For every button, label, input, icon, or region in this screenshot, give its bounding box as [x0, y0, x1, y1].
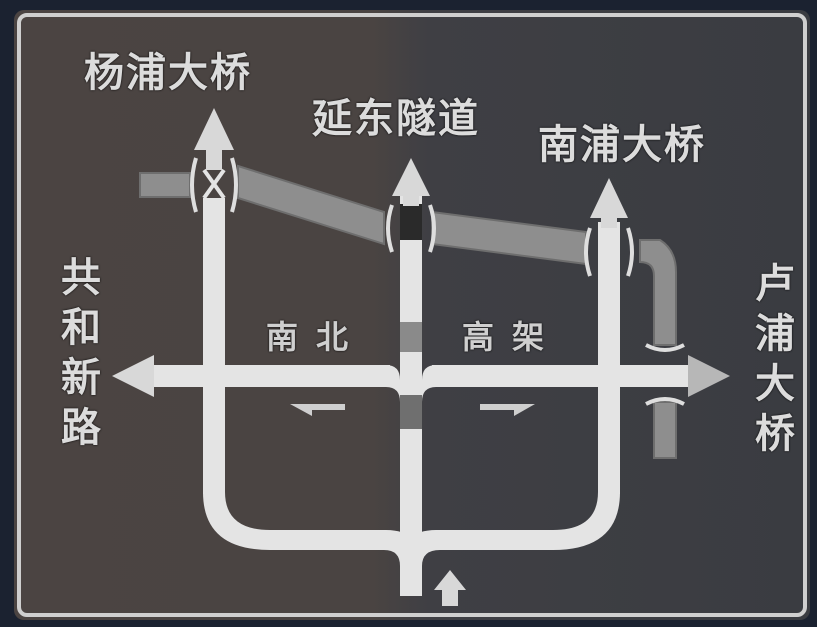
destination-top-left: 杨浦大桥 — [84, 50, 252, 96]
center-road-black-top — [400, 204, 422, 240]
cross-mark — [202, 168, 226, 200]
bracket-right-a — [584, 227, 592, 277]
destination-top-right: 南浦大桥 — [538, 122, 706, 168]
center-label-right: 高架 — [462, 318, 563, 356]
destination-right: 卢浦大桥 — [748, 262, 794, 462]
approach-arrow-icon — [434, 570, 466, 606]
right-u-curve — [400, 492, 620, 566]
destination-left: 共和新路 — [54, 256, 100, 456]
bracket-top-left-a — [190, 157, 198, 213]
center-merge-left — [386, 365, 400, 402]
right-vertical-road — [598, 222, 620, 494]
up-arrow-icon — [194, 108, 234, 170]
left-vertical-road — [203, 198, 225, 494]
bracket-center-b — [428, 204, 436, 253]
center-road-dark-segment — [400, 395, 422, 429]
center-merge-right — [422, 365, 436, 402]
left-arrow-icon — [112, 355, 154, 397]
main-roads — [150, 196, 690, 596]
bracket-center-a — [386, 204, 394, 253]
horizontal-road-right — [432, 365, 690, 387]
up-arrow-icon — [392, 158, 430, 206]
right-curved-ramp — [639, 239, 677, 346]
destination-top-center: 延东隧道 — [312, 96, 480, 142]
horizontal-road-left — [150, 365, 390, 387]
up-arrow-icon — [590, 178, 628, 228]
lane-mark-right — [480, 404, 535, 416]
left-u-curve — [203, 492, 422, 566]
left-ramp-stub — [139, 172, 191, 198]
center-label-left: 南北 — [266, 318, 367, 356]
center-road-gray-segment — [400, 322, 422, 352]
bracket-ramp-upper — [645, 343, 685, 352]
lane-mark-left — [290, 404, 345, 416]
right-lower-ramp — [653, 401, 677, 459]
sign-border — [17, 13, 807, 617]
bracket-ramp-lower — [645, 397, 685, 406]
bridge-brackets — [190, 157, 685, 406]
bracket-top-left-b — [230, 157, 238, 213]
bracket-right-b — [626, 227, 634, 277]
right-arrow-icon — [688, 355, 730, 397]
upper-left-ramp — [237, 164, 385, 246]
